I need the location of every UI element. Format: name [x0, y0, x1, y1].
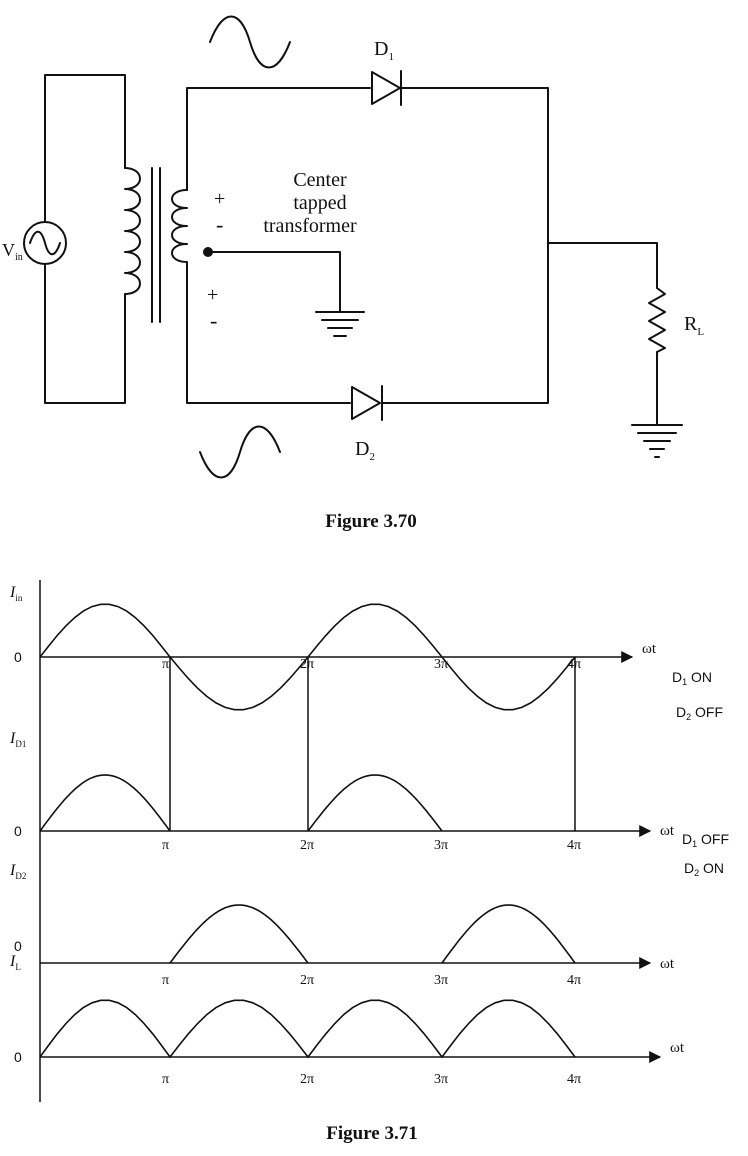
- circuit-diagram: Vin D1: [2, 15, 704, 532]
- plot-d2: ID2 0 π 2π 3π 4π ωt: [9, 862, 675, 988]
- polarity-top-plus: +: [214, 188, 225, 210]
- plot-label: IL: [9, 953, 21, 972]
- tick-label: 2π: [300, 973, 314, 988]
- waveform-curve: [169, 904, 309, 964]
- polarity-bottom-plus: +: [207, 284, 218, 306]
- plot-label: ID2: [9, 862, 26, 881]
- tick-label: π: [162, 657, 169, 672]
- source-label: Vin: [2, 240, 23, 263]
- note-d1-off: D1 OFF: [682, 831, 729, 849]
- ground-symbol: [631, 424, 683, 458]
- axis-label: ωt: [660, 823, 675, 839]
- origin-label: 0: [14, 649, 22, 665]
- polarity-bottom-minus: -: [210, 308, 217, 333]
- transformer-label-line1: Center: [293, 169, 347, 191]
- plot-in: Iin 0 π 2π 3π 4π ωt: [9, 584, 657, 711]
- transformer-label-line2: tapped: [293, 192, 346, 214]
- tick-label: 3π: [434, 1072, 448, 1087]
- tick-label: π: [162, 1072, 169, 1087]
- tick-label: 4π: [567, 838, 581, 853]
- secondary-top-wire: [186, 87, 371, 191]
- waveform-curve: [39, 999, 576, 1059]
- tick-label: 4π: [567, 657, 581, 672]
- waveform-curve: [307, 774, 443, 832]
- figure-caption: Figure 3.70: [325, 511, 416, 532]
- axis-label: ωt: [670, 1040, 685, 1056]
- plot-l: IL 0 π 2π 3π 4π ωt: [9, 953, 685, 1087]
- d1-output-wire: [382, 87, 549, 404]
- load-wire: [547, 242, 658, 289]
- note-d1-on: D1 ON: [672, 669, 712, 687]
- ground-symbol: [315, 311, 365, 337]
- load-resistor: [648, 287, 666, 353]
- diode-d2-label: D2: [355, 438, 375, 463]
- plot-d1: ID1 0 π 2π 3π 4π ωt: [9, 730, 675, 853]
- tick-label: 3π: [434, 838, 448, 853]
- origin-label: 0: [14, 938, 22, 954]
- transformer-label-line3: transformer: [263, 215, 357, 237]
- tick-label: 4π: [567, 1072, 581, 1087]
- tick-label: π: [162, 973, 169, 988]
- primary-loop-wire: [44, 74, 126, 404]
- plot-label: ID1: [9, 730, 26, 749]
- waveform-curve: [39, 774, 171, 832]
- origin-label: 0: [14, 1049, 22, 1065]
- ac-source: Vin: [2, 221, 67, 265]
- note-d2-on: D2 ON: [684, 860, 724, 878]
- diode-d1-label: D1: [374, 38, 394, 63]
- axis-label: ωt: [660, 956, 675, 972]
- sine-glyph-icon: [29, 230, 61, 256]
- figure-caption: Figure 3.71: [326, 1123, 417, 1144]
- axis-label: ωt: [642, 641, 657, 657]
- tick-label: 4π: [567, 973, 581, 988]
- secondary-coil: [171, 189, 188, 269]
- secondary-bottom-wire: [186, 267, 351, 404]
- waveform-curve: [441, 904, 576, 964]
- tick-label: 3π: [434, 657, 448, 672]
- tick-label: π: [162, 838, 169, 853]
- primary-coil: [124, 167, 141, 301]
- diode-d2: [351, 385, 383, 421]
- tick-label: 2π: [300, 657, 314, 672]
- diode-d1: [371, 70, 402, 106]
- sine-wave-icon: [199, 425, 281, 479]
- center-tap-wire: [207, 251, 341, 312]
- ac-source-symbol: [23, 221, 67, 265]
- tick-label: 3π: [434, 973, 448, 988]
- polarity-top-minus: -: [216, 212, 223, 237]
- plot-label: Iin: [9, 584, 23, 603]
- note-d2-off: D2 OFF: [676, 704, 723, 722]
- sine-wave-icon: [209, 15, 291, 69]
- tick-label: 2π: [300, 1072, 314, 1087]
- origin-label: 0: [14, 823, 22, 839]
- tick-label: 2π: [300, 838, 314, 853]
- load-label: RL: [684, 313, 704, 338]
